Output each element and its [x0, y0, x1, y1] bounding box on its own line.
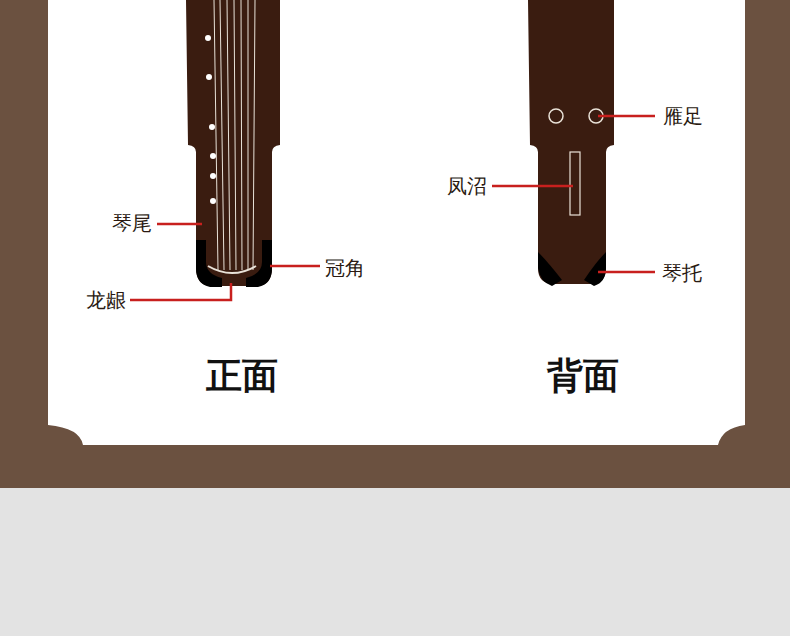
guqin-back-body — [528, 0, 614, 284]
guqin-front-body — [186, 0, 280, 286]
panel — [48, 0, 745, 445]
qintuo-left — [538, 252, 562, 286]
part-label: 琴尾 — [112, 213, 152, 233]
part-label: 琴托 — [662, 263, 702, 283]
qintuo-right — [584, 252, 606, 286]
guanjiao-right — [246, 240, 272, 287]
yanzu — [549, 109, 563, 123]
view-caption: 正面 — [206, 357, 278, 393]
lower-ground — [0, 488, 790, 636]
view-caption: 背面 — [547, 357, 619, 393]
part-label: 凤沼 — [447, 176, 487, 196]
longyin — [208, 266, 256, 273]
guanjiao-left — [196, 240, 222, 287]
part-label: 雁足 — [663, 106, 703, 126]
frame-ground — [0, 0, 790, 488]
part-label: 冠角 — [325, 258, 365, 278]
part-label: 龙龈 — [86, 290, 126, 310]
leader-lines — [130, 116, 655, 300]
fengzhao — [570, 152, 580, 215]
